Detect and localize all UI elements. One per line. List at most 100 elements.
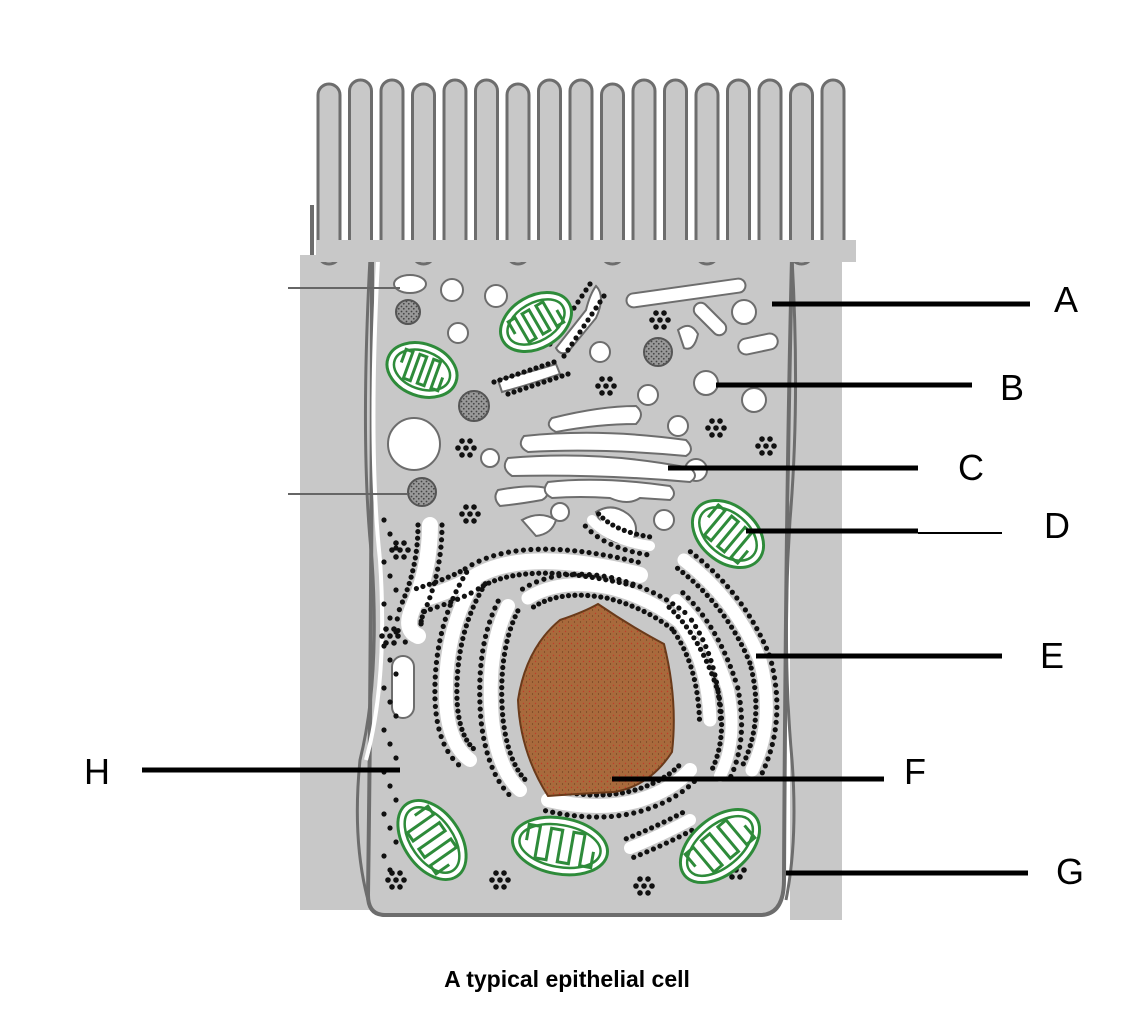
ribosome	[483, 743, 488, 748]
ribosome	[481, 736, 486, 741]
ribosome	[517, 572, 522, 577]
ribosome	[435, 567, 440, 572]
ribosome	[572, 813, 577, 818]
ribosome	[456, 715, 461, 720]
ribosome	[445, 610, 450, 615]
ribosome	[503, 645, 508, 650]
ribosome	[728, 664, 733, 669]
ribosome	[463, 518, 469, 524]
ribosome	[455, 676, 460, 681]
ribosome	[383, 626, 389, 632]
ribosome	[675, 566, 680, 571]
ribosome	[653, 615, 658, 620]
ribosome	[680, 789, 685, 794]
ribosome	[536, 571, 541, 576]
ribosome	[485, 750, 490, 755]
ribosome	[752, 724, 757, 729]
ribosome	[624, 836, 629, 841]
ribosome	[673, 793, 678, 798]
ribosome	[397, 870, 403, 876]
ribosome	[763, 443, 769, 449]
ribosome	[433, 667, 438, 672]
ribosome	[615, 555, 620, 560]
ribosome	[455, 597, 460, 602]
ribosome	[489, 612, 494, 617]
ribosome	[478, 663, 483, 668]
ribosome	[458, 649, 463, 654]
ribosome	[556, 573, 561, 578]
ribosome	[676, 763, 681, 768]
ribosome	[631, 810, 636, 815]
ribosome	[572, 548, 577, 553]
ribosome	[693, 683, 698, 688]
ribosome	[433, 704, 438, 709]
ribosome	[749, 665, 754, 670]
ribosome	[387, 657, 392, 662]
ribosome	[436, 645, 441, 650]
ribosome	[553, 375, 558, 380]
ribosome	[453, 589, 458, 594]
ribosome	[765, 756, 770, 761]
ribosome	[678, 640, 683, 645]
ribosome	[622, 528, 627, 533]
ribosome	[667, 797, 672, 802]
ribosome	[393, 671, 398, 676]
ribosome	[464, 570, 469, 575]
ribosome	[572, 572, 577, 577]
ribosome	[705, 593, 710, 598]
ribosome	[714, 684, 719, 689]
ribosome	[510, 620, 515, 625]
ribosome	[437, 638, 442, 643]
ribosome	[704, 659, 709, 664]
ribosome	[412, 562, 417, 567]
ribosome	[445, 749, 450, 754]
ribosome	[393, 629, 398, 634]
ribosome	[667, 771, 672, 776]
ribosome	[725, 584, 730, 589]
ribosome	[719, 722, 724, 727]
ribosome	[741, 867, 747, 873]
ribosome	[558, 547, 563, 552]
ribosome	[433, 674, 438, 679]
ribosome	[550, 547, 555, 552]
ribosome	[387, 633, 393, 639]
microvillus	[570, 80, 592, 260]
ribosome	[657, 594, 662, 599]
ribosome	[768, 749, 773, 754]
ribosome	[541, 577, 546, 582]
ribosome	[387, 825, 392, 830]
ribosome	[721, 425, 727, 431]
ribosome	[645, 890, 651, 896]
ribosome	[579, 572, 584, 577]
ribosome	[477, 677, 482, 682]
ribosome	[747, 660, 752, 665]
ribosome	[754, 626, 759, 631]
ribosome	[705, 425, 711, 431]
ribosome	[771, 735, 776, 740]
ribosome	[543, 808, 548, 813]
ribosome	[393, 587, 398, 592]
ribosome	[497, 877, 503, 883]
ribosome	[617, 599, 622, 604]
ribosome	[688, 549, 693, 554]
ribosome	[734, 760, 739, 765]
ribosome	[455, 669, 460, 674]
ribosome	[456, 762, 461, 767]
ribosome	[630, 581, 635, 586]
ribosome	[551, 359, 556, 364]
microvillus	[822, 80, 844, 260]
ribosome	[466, 617, 471, 622]
ribosome	[729, 625, 734, 630]
ribosome	[695, 641, 700, 646]
ribosome	[401, 540, 407, 546]
ribosome	[682, 610, 687, 615]
ribosome	[616, 525, 621, 530]
ribosome	[579, 593, 584, 598]
ribosome	[611, 383, 617, 389]
ribosome	[497, 377, 502, 382]
ribosome	[473, 599, 478, 604]
ribosome	[737, 745, 742, 750]
ribosome	[457, 583, 462, 588]
ribosome	[647, 612, 652, 617]
